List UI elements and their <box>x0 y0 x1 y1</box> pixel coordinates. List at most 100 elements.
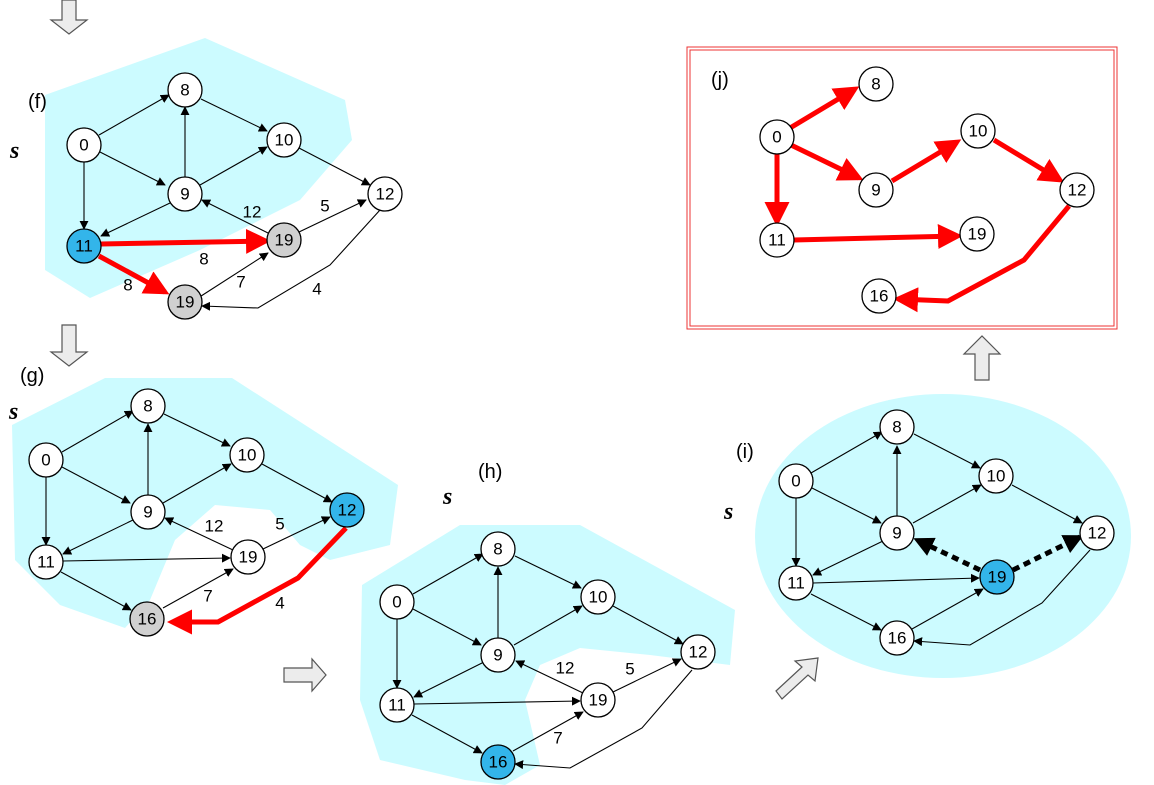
graph-node: 11 <box>379 687 415 723</box>
edge <box>413 661 485 698</box>
graph-node: 19 <box>580 682 616 718</box>
graph-node: 8 <box>130 388 166 424</box>
graph-node: 10 <box>229 437 265 473</box>
edge <box>911 588 984 630</box>
svg-text:8: 8 <box>493 540 502 559</box>
edge <box>515 660 584 694</box>
edge <box>913 433 981 469</box>
svg-text:8: 8 <box>871 75 880 94</box>
panel-f: (f) s 12 5 8 8 7 4 0 8 10 9 12 11 19 19 <box>9 38 403 320</box>
edge-weight-label: 7 <box>203 587 212 606</box>
panel-label: (h) <box>478 461 502 483</box>
tree-edge <box>100 228 271 254</box>
svg-text:10: 10 <box>969 122 988 141</box>
svg-text:12: 12 <box>689 643 708 662</box>
source-label: s <box>442 484 452 510</box>
svg-text:16: 16 <box>888 629 907 648</box>
svg-text:16: 16 <box>870 287 889 306</box>
svg-text:11: 11 <box>75 237 93 256</box>
graph-node-frontier: 19 <box>266 222 302 258</box>
edge <box>612 605 684 645</box>
svg-text:8: 8 <box>892 418 901 437</box>
graph-node-current: 12 <box>329 492 365 528</box>
svg-text:9: 9 <box>871 181 880 200</box>
graph-node: 12 <box>367 176 403 212</box>
graph-node: 11 <box>778 565 814 601</box>
svg-text:9: 9 <box>180 185 189 204</box>
panel-i: (i) s 0 8 10 9 12 11 19 16 <box>723 394 1131 678</box>
edge-weight-label: 5 <box>320 197 329 216</box>
graph-node-current: 16 <box>480 744 516 780</box>
panel-label: (i) <box>736 441 754 463</box>
edge <box>810 431 883 474</box>
edge-weight-label: 12 <box>556 659 575 678</box>
edge-weight-label: 12 <box>243 203 262 222</box>
graph-node: 8 <box>167 72 203 108</box>
graph-node: 0 <box>28 442 64 478</box>
source-label: s <box>723 499 733 525</box>
edge-weight-label: 7 <box>236 273 245 292</box>
graph-node: 9 <box>480 637 516 673</box>
edge-weight-label: 12 <box>205 517 224 536</box>
graph-node: 8 <box>480 531 516 567</box>
graph-node: 0 <box>759 119 795 155</box>
svg-text:10: 10 <box>987 467 1006 486</box>
graph-node-frontier: 19 <box>167 284 203 320</box>
svg-text:11: 11 <box>388 696 406 715</box>
graph-node: 16 <box>861 278 897 314</box>
graph-node: 10 <box>978 458 1014 494</box>
tree-edge <box>789 142 864 181</box>
edge <box>201 209 381 311</box>
edge <box>514 669 693 770</box>
edge <box>811 487 882 524</box>
panel-j: (j) 0 8 10 9 12 11 19 16 <box>686 46 1118 330</box>
explored-region-hull <box>12 378 398 628</box>
result-frame <box>686 46 1118 330</box>
edge <box>199 146 268 186</box>
edge <box>60 571 132 611</box>
graph-node-frontier: 16 <box>129 601 165 637</box>
svg-text:0: 0 <box>41 451 50 470</box>
edge <box>162 568 234 609</box>
edge <box>512 711 584 752</box>
svg-text:0: 0 <box>791 472 800 491</box>
svg-text:19: 19 <box>176 293 195 312</box>
edge-weight-label: 8 <box>199 250 208 269</box>
panel-h: (h) s 12 5 7 0 8 10 9 12 11 19 16 <box>360 461 735 785</box>
graph-node: 16 <box>879 620 915 656</box>
edge <box>61 466 131 504</box>
edge <box>513 605 583 646</box>
svg-text:19: 19 <box>988 568 1007 587</box>
svg-text:11: 11 <box>768 231 786 250</box>
svg-text:12: 12 <box>1088 524 1107 543</box>
graph-node: 12 <box>680 634 716 670</box>
svg-text:0: 0 <box>392 593 401 612</box>
graph-node: 8 <box>879 409 915 445</box>
edge <box>201 199 269 234</box>
svg-text:19: 19 <box>968 225 987 244</box>
dashed-edge <box>1011 534 1084 573</box>
svg-text:19: 19 <box>589 691 608 710</box>
graph-node: 11 <box>759 222 795 258</box>
graph-node-current: 11 <box>66 228 102 264</box>
edge <box>100 202 171 237</box>
graph-node: 19 <box>959 216 995 252</box>
graph-node: 11 <box>28 544 64 580</box>
svg-text:19: 19 <box>275 231 294 250</box>
graph-node: 19 <box>230 539 266 575</box>
source-label: s <box>8 399 18 425</box>
panel-label: (g) <box>20 365 44 387</box>
edge-weight-label: 5 <box>625 660 634 679</box>
edge <box>99 151 166 186</box>
svg-text:12: 12 <box>338 501 357 520</box>
svg-text:19: 19 <box>239 548 258 567</box>
svg-text:10: 10 <box>589 588 608 607</box>
graph-node: 9 <box>167 176 203 212</box>
svg-text:12: 12 <box>1068 181 1087 200</box>
graph-node: 8 <box>858 66 894 102</box>
edge <box>810 593 882 631</box>
edge-weight-label: 7 <box>553 729 562 748</box>
edge <box>61 410 134 453</box>
graph-node: 12 <box>1079 515 1115 551</box>
